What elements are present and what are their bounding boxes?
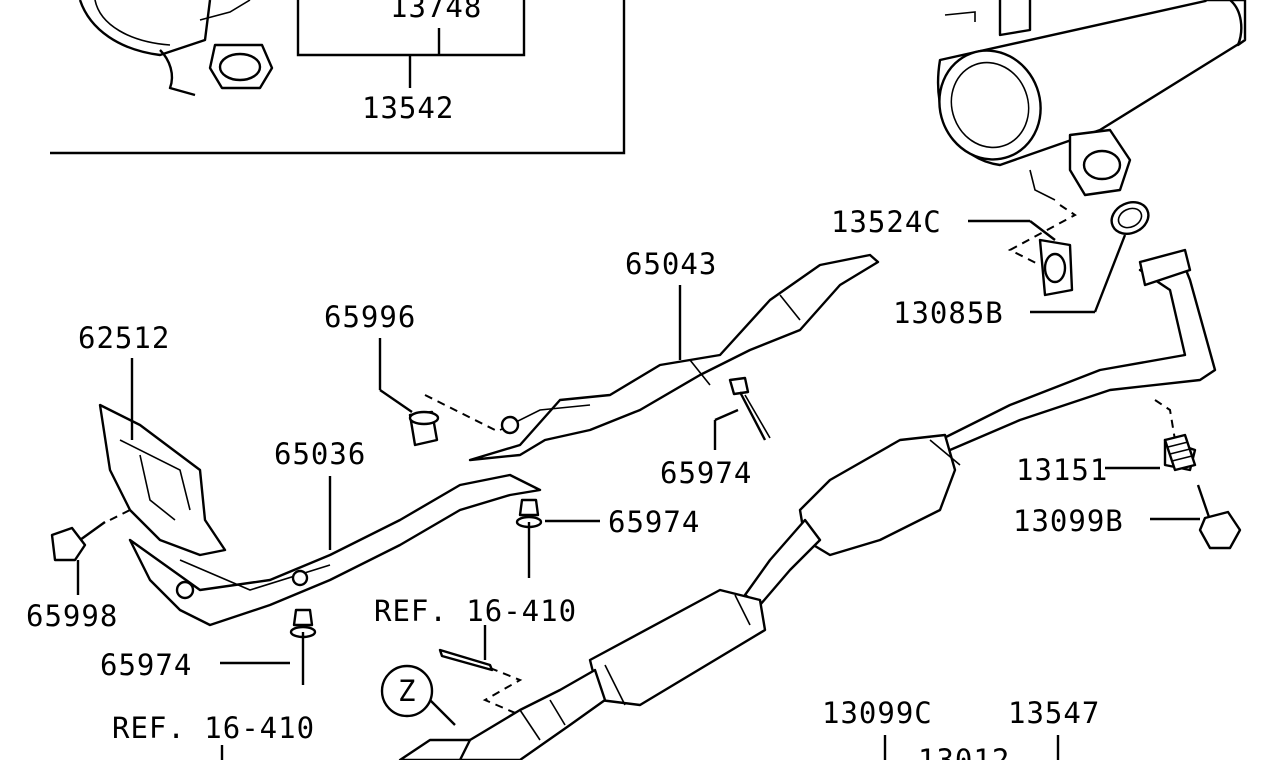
heat-protector-65036 [128, 473, 542, 627]
part-labels: 13748 13542 13524C 13085B 65043 65996 62… [26, 0, 1124, 760]
inset-detail-box [50, 0, 626, 155]
label-65998: 65998 [26, 599, 118, 633]
label-ref-16-410-b: REF. 16-410 [112, 711, 315, 745]
bolt-65974-middle [515, 498, 543, 578]
label-65974-upper: 65974 [660, 456, 752, 490]
label-view-z: Z [398, 674, 416, 708]
label-13012: 13012 [918, 743, 1010, 760]
label-65043: 65043 [625, 247, 717, 281]
label-13099C: 13099C [822, 696, 933, 730]
label-13547: 13547 [1008, 696, 1100, 730]
label-13748: 13748 [390, 0, 482, 24]
exhaust-pipe-assembly [398, 248, 1217, 760]
grommet-65996 [408, 394, 496, 447]
spring-13151 [1163, 433, 1197, 472]
gasket-13085B [1110, 201, 1150, 235]
ref-pointer-a [438, 648, 523, 716]
main-muffler [936, 0, 1247, 201]
leader-lines [76, 219, 1200, 760]
bolt-13099B [1196, 484, 1242, 550]
label-13542: 13542 [362, 91, 454, 125]
label-65974-lower: 65974 [100, 648, 192, 682]
hanger-13524C [1007, 204, 1077, 297]
label-65036: 65036 [274, 437, 366, 471]
label-13151: 13151 [1016, 453, 1108, 487]
bolt-65974-lower [289, 608, 317, 685]
label-13524C: 13524C [831, 205, 942, 239]
label-ref-16-410-a: REF. 16-410 [374, 594, 577, 628]
heat-protector-62512 [98, 403, 227, 557]
label-62512: 62512 [78, 321, 170, 355]
label-65996: 65996 [324, 300, 416, 334]
bolt-65998 [50, 509, 131, 562]
heat-protector-65043 [468, 253, 880, 462]
label-13099B: 13099B [1013, 504, 1124, 538]
view-z-circle [380, 664, 434, 718]
label-65974-middle: 65974 [608, 505, 700, 539]
bolt-65974-upper [728, 376, 771, 441]
view-z-arrow [429, 699, 456, 726]
label-13085B: 13085B [893, 296, 1004, 330]
